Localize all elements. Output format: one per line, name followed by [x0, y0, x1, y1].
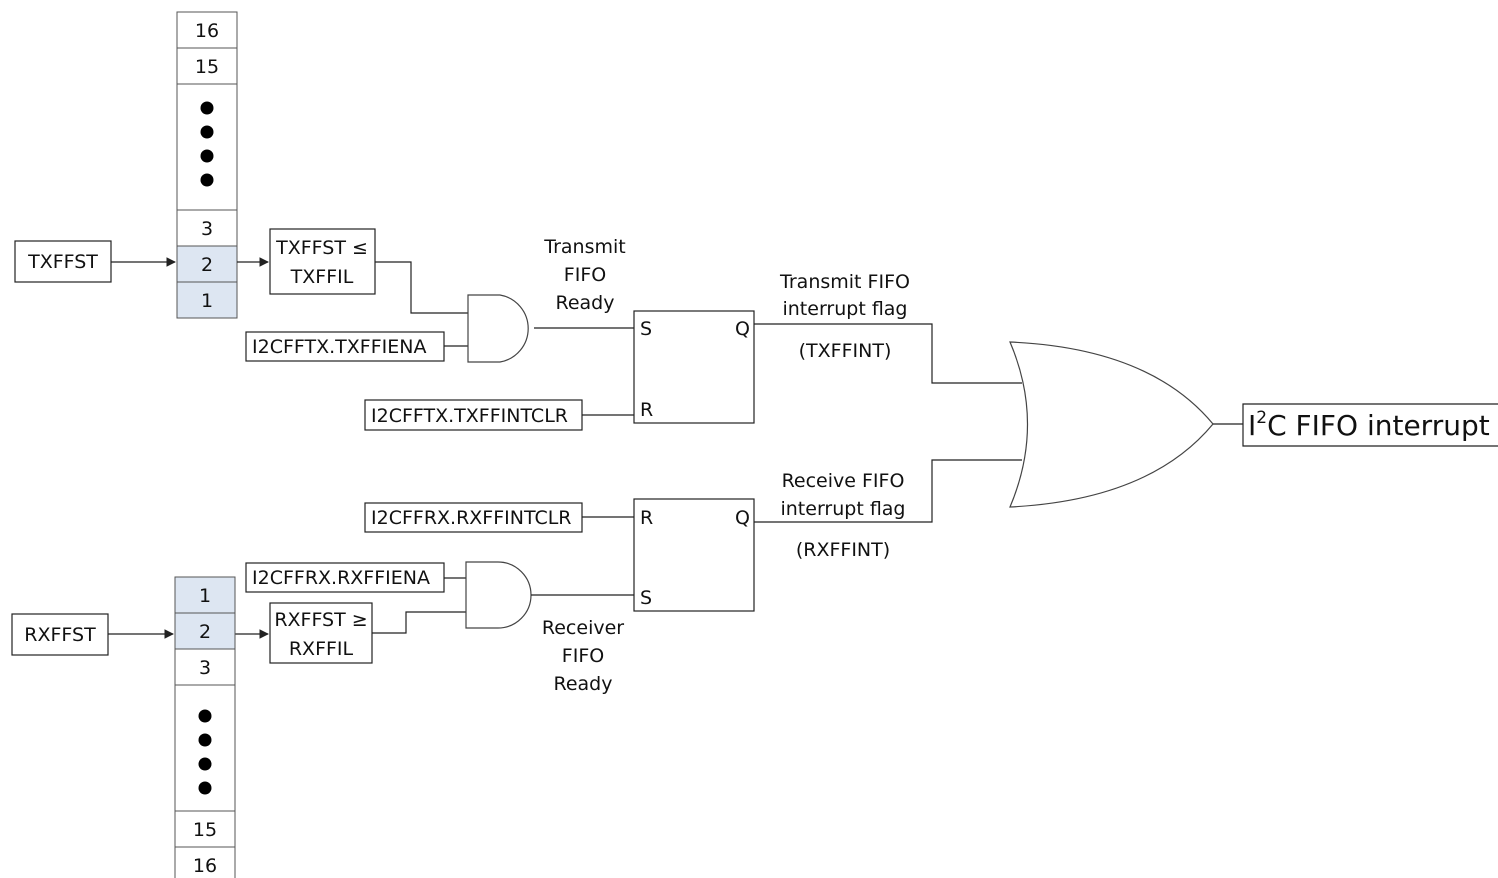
ellipsis-dot	[200, 149, 214, 163]
tx-latch-r: R	[640, 399, 653, 421]
rxffst-label: RXFFST	[24, 624, 96, 646]
tx-flag-line2: interrupt flag	[782, 298, 907, 320]
tx-enable-label: I2CFFTX.TXFFIENA	[252, 336, 426, 358]
tx-fifo-cell	[176, 11, 238, 49]
tx-clear-box	[364, 399, 583, 431]
rx-compare-line1: RXFFST ≥	[274, 609, 367, 631]
rx-fifo-cell-label: 2	[199, 621, 211, 643]
tx-sr-latch	[633, 310, 755, 424]
ellipsis-dot	[198, 757, 212, 771]
output-label: I2C FIFO interrupt	[1248, 408, 1490, 442]
ellipsis-dot	[198, 733, 212, 747]
rxffst-box	[11, 613, 109, 656]
rx-fifo-cell-label: 1	[199, 585, 211, 607]
tx-flag-line1: Transmit FIFO	[779, 271, 910, 293]
ellipsis-dot	[198, 781, 212, 795]
output-prefix: I	[1248, 409, 1256, 442]
rx-fifo-cell-label: 16	[193, 855, 217, 877]
ellipsis-dot	[200, 173, 214, 187]
rx-fifo-cell-label: 15	[193, 819, 217, 841]
ellipsis-dot	[200, 101, 214, 115]
tx-flag-wire	[754, 323, 1022, 384]
rx-ready-line3: Ready	[554, 673, 613, 695]
tx-latch-q: Q	[735, 318, 750, 340]
tx-fifo-cell-label: 2	[201, 254, 213, 276]
tx-compare-line2: TXFFIL	[290, 266, 354, 288]
rx-latch-q: Q	[735, 507, 750, 529]
rx-fifo-cell	[174, 846, 236, 878]
rx-ready-line2: FIFO	[562, 645, 604, 667]
tx-enable-box	[245, 331, 445, 362]
rx-fifo-cell-label: 3	[199, 657, 211, 679]
rx-compare-wire	[372, 611, 466, 634]
tx-fifo-stack: 16 15 3 2 1	[176, 11, 238, 319]
rx-fifo-cell-highlighted	[174, 576, 236, 614]
rx-compare-box	[269, 602, 373, 664]
rx-enable-label: I2CFFRX.RXFFIENA	[252, 567, 430, 589]
rx-latch-s: S	[640, 587, 652, 609]
output-box	[1242, 403, 1498, 447]
tx-fifo-cell-label: 1	[201, 290, 213, 312]
rx-ready-line1: Receiver	[542, 617, 624, 639]
tx-compare-wire	[375, 261, 468, 314]
tx-compare-box	[269, 228, 376, 295]
tx-clear-label: I2CFFTX.TXFFINTCLR	[371, 405, 568, 427]
or-gate	[1009, 341, 1214, 508]
tx-and-gate	[467, 294, 529, 363]
rx-flag-line2: interrupt flag	[780, 498, 905, 520]
rx-clear-box	[364, 502, 583, 533]
tx-ready-line1: Transmit	[543, 236, 625, 258]
ellipsis-dot	[200, 125, 214, 139]
tx-fifo-cell-label: 15	[195, 56, 219, 78]
rx-latch-r: R	[640, 507, 653, 529]
rx-fifo-cell	[174, 648, 236, 686]
rx-flag-line1: Receive FIFO	[782, 470, 905, 492]
tx-fifo-cell	[176, 47, 238, 85]
tx-flag-name: (TXFFINT)	[799, 340, 892, 362]
output-suffix: C FIFO interrupt	[1267, 409, 1490, 442]
rx-flag-name: (RXFFINT)	[796, 539, 890, 561]
tx-latch-s: S	[640, 318, 652, 340]
rx-compare-line2: RXFFIL	[289, 638, 354, 660]
rx-fifo-cell-highlighted	[174, 612, 236, 650]
rx-sr-latch	[633, 498, 755, 612]
output-superscript: 2	[1256, 408, 1267, 428]
rx-clear-label: I2CFFRX.RXFFINTCLR	[371, 507, 572, 529]
txffst-box	[14, 240, 112, 283]
rx-fifo-stack: 1 2 3 15 16	[174, 576, 236, 878]
rx-and-gate	[465, 561, 532, 629]
ellipsis-dot	[198, 709, 212, 723]
tx-ready-line2: FIFO	[564, 264, 606, 286]
tx-fifo-cell-highlighted	[176, 281, 238, 319]
tx-fifo-cell	[176, 209, 238, 247]
tx-fifo-cell-label: 3	[201, 218, 213, 240]
txffst-label: TXFFST	[27, 251, 98, 273]
tx-compare-line1: TXFFST ≤	[275, 237, 368, 259]
tx-ready-line3: Ready	[556, 292, 615, 314]
rx-enable-box	[245, 562, 445, 593]
tx-fifo-cell-label: 16	[195, 20, 219, 42]
rx-flag-wire	[754, 459, 1022, 523]
